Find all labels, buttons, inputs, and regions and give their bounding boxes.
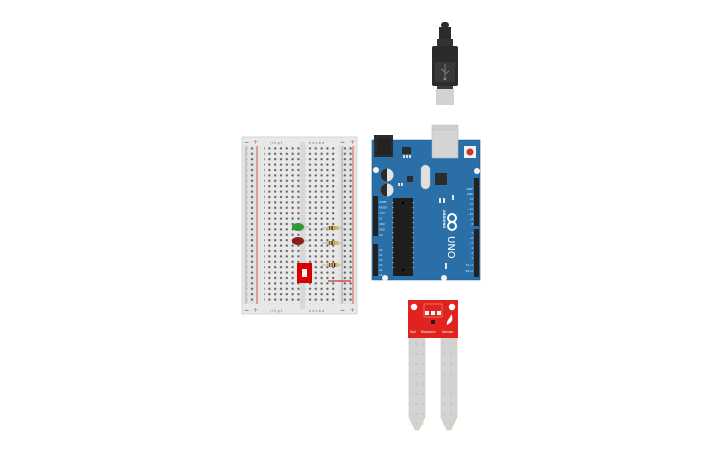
sensor-label-moisture: Moisture bbox=[421, 330, 436, 334]
svg-text:A5: A5 bbox=[379, 273, 383, 277]
svg-text:8: 8 bbox=[471, 222, 473, 226]
svg-text:4: 4 bbox=[471, 246, 473, 250]
svg-text:~5: ~5 bbox=[469, 241, 473, 245]
svg-text:2: 2 bbox=[471, 256, 473, 260]
svg-text:3.3V: 3.3V bbox=[379, 211, 385, 215]
pin-gnd[interactable] bbox=[431, 311, 435, 315]
pin-sig[interactable] bbox=[437, 311, 441, 315]
power-header[interactable] bbox=[373, 196, 378, 236]
usb-symbol-icon bbox=[440, 64, 450, 81]
arduino-model: UNO bbox=[445, 236, 456, 259]
svg-text:RX←0: RX←0 bbox=[466, 269, 474, 273]
arduino-brand: ARDUINO bbox=[442, 210, 446, 228]
digital-header-top[interactable] bbox=[474, 178, 479, 226]
svg-text:−: − bbox=[244, 307, 249, 314]
svg-text:~10: ~10 bbox=[468, 212, 474, 216]
svg-text:+: + bbox=[350, 139, 355, 146]
svg-text:−: − bbox=[340, 139, 345, 146]
svg-text:~9: ~9 bbox=[469, 217, 473, 221]
svg-text:IOREF: IOREF bbox=[379, 200, 387, 204]
resistor-3[interactable] bbox=[322, 263, 343, 267]
svg-text:AREF: AREF bbox=[466, 187, 473, 191]
svg-text:GND: GND bbox=[379, 228, 385, 232]
svg-text:A3: A3 bbox=[379, 263, 383, 267]
svg-text:A2: A2 bbox=[379, 258, 383, 262]
svg-text:j i h g f: j i h g f bbox=[269, 309, 283, 313]
svg-text:e d c b a: e d c b a bbox=[309, 309, 324, 313]
reset-button[interactable] bbox=[466, 148, 474, 156]
svg-text:+: + bbox=[253, 139, 258, 146]
arduino-infinity-logo-icon bbox=[447, 213, 457, 231]
sensor-label-sensor: Sensor bbox=[442, 330, 454, 334]
svg-text:GND: GND bbox=[467, 192, 473, 196]
svg-text:TX→1: TX→1 bbox=[466, 263, 474, 267]
svg-text:13: 13 bbox=[470, 197, 474, 201]
pin-vcc[interactable] bbox=[425, 311, 429, 315]
svg-text:A1: A1 bbox=[379, 253, 383, 257]
svg-text:Vin: Vin bbox=[379, 233, 383, 237]
svg-text:+: + bbox=[253, 307, 258, 314]
svg-text:A4: A4 bbox=[379, 268, 383, 272]
svg-text:GND: GND bbox=[379, 222, 385, 226]
svg-text:7: 7 bbox=[471, 231, 473, 235]
digital-header-bottom[interactable] bbox=[474, 229, 479, 277]
sparkfun-flame-icon bbox=[446, 314, 453, 325]
svg-text:5V: 5V bbox=[379, 217, 383, 221]
svg-text:RESET: RESET bbox=[379, 206, 388, 210]
svg-text:12: 12 bbox=[470, 202, 474, 206]
svg-text:e d c b a: e d c b a bbox=[309, 141, 324, 145]
svg-text:A0: A0 bbox=[379, 248, 383, 252]
svg-text:+: + bbox=[350, 307, 355, 314]
svg-text:j i h g f: j i h g f bbox=[269, 141, 283, 145]
slide-switch[interactable] bbox=[297, 263, 312, 283]
svg-text:~3: ~3 bbox=[469, 251, 473, 255]
led-green[interactable] bbox=[292, 223, 309, 231]
analog-header[interactable] bbox=[373, 244, 378, 276]
rail-minus-top-left: − bbox=[244, 139, 249, 146]
svg-text:~11: ~11 bbox=[468, 207, 474, 211]
svg-text:~6: ~6 bbox=[469, 236, 473, 240]
svg-text:−: − bbox=[340, 307, 345, 314]
led-red[interactable] bbox=[292, 237, 309, 245]
resistor-2[interactable] bbox=[322, 241, 343, 245]
soil-moisture-sensor[interactable]: Soil Moisture Sensor bbox=[408, 300, 458, 431]
sensor-label-soil: Soil bbox=[410, 330, 416, 334]
resistor-1[interactable] bbox=[322, 226, 343, 230]
